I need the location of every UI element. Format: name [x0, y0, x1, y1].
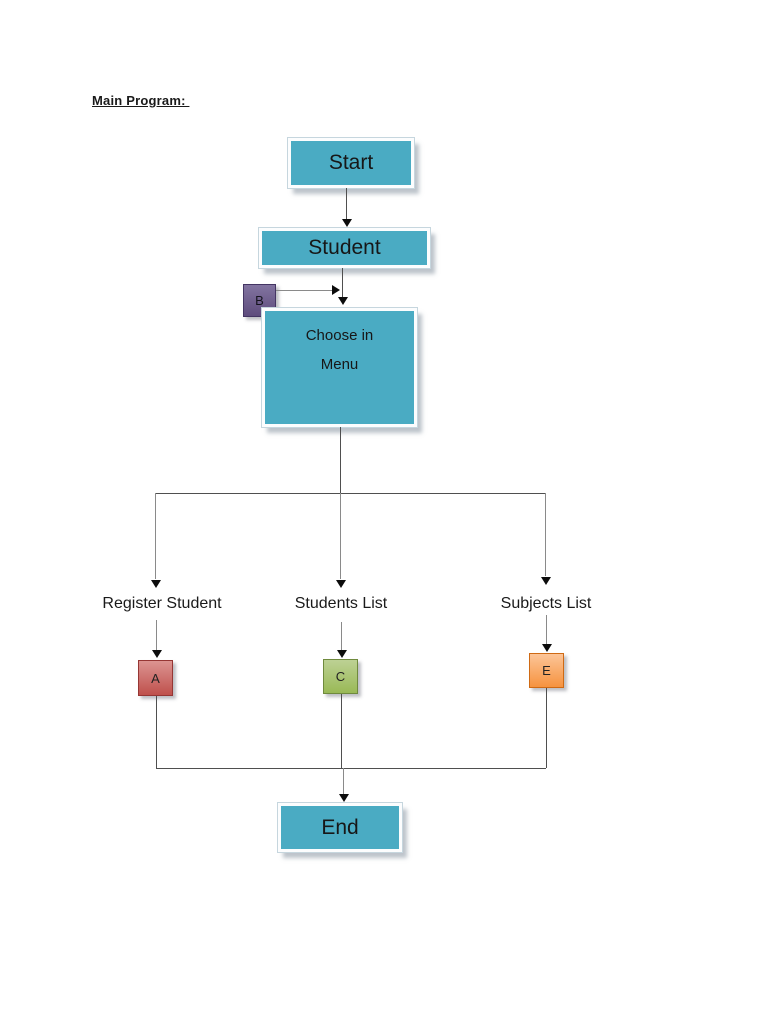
flowchart-node-choose-menu: Choose in Menu — [262, 308, 417, 427]
branch-label-register-student: Register Student — [102, 595, 222, 612]
page-title: Main Program: — [92, 93, 190, 108]
flowchart-node-end: End — [278, 803, 402, 852]
node-end-label: End — [321, 815, 359, 839]
branch-line-left — [155, 493, 156, 579]
flowchart-node-start: Start — [288, 138, 414, 188]
arrowhead-into-end — [339, 794, 349, 802]
connector-line-student-choose — [342, 268, 343, 297]
branch-split-horizontal-line — [155, 493, 545, 494]
branch-line-right — [545, 493, 546, 576]
line-label-to-e — [546, 615, 547, 644]
line-merge-to-end — [343, 768, 344, 794]
flowchart-connector-b: B — [243, 284, 276, 317]
arrowhead-branch-right — [541, 577, 551, 585]
flowchart-node-student: Student — [259, 228, 430, 268]
node-choose-line1: Choose in — [305, 327, 374, 344]
arrowhead-into-e — [542, 644, 552, 652]
arrowhead-branch-middle — [336, 580, 346, 588]
connector-a-label: A — [151, 670, 160, 686]
branch-label-students-list: Students List — [294, 595, 388, 612]
node-start-label: Start — [328, 151, 374, 174]
merge-line-left — [156, 696, 157, 768]
flowchart-connector-a: A — [138, 660, 173, 696]
connector-line-choose-split — [340, 427, 341, 493]
arrowhead-into-a — [152, 650, 162, 658]
arrowhead-into-student — [342, 219, 352, 227]
connector-e-label: E — [542, 663, 551, 678]
flowchart-connector-c: C — [323, 659, 358, 694]
merge-horizontal-line — [156, 768, 546, 769]
arrowhead-b-junction — [332, 285, 340, 295]
node-choose-line2: Menu — [320, 356, 359, 373]
merge-line-middle — [341, 694, 342, 768]
connector-c-label: C — [335, 669, 346, 684]
arrowhead-into-choose — [338, 297, 348, 305]
arrowhead-branch-left — [151, 580, 161, 588]
line-label-to-a — [156, 620, 157, 650]
line-label-to-c — [341, 622, 342, 650]
connector-line-start-student — [346, 188, 347, 219]
node-student-label: Student — [308, 236, 381, 259]
arrowhead-into-c — [337, 650, 347, 658]
merge-line-right — [546, 688, 547, 768]
branch-line-middle — [340, 493, 341, 579]
connector-line-b-junction — [276, 290, 332, 291]
branch-label-subjects-list: Subjects List — [500, 595, 592, 612]
connector-b-label: B — [255, 293, 264, 308]
flowchart-connector-e: E — [529, 653, 564, 688]
